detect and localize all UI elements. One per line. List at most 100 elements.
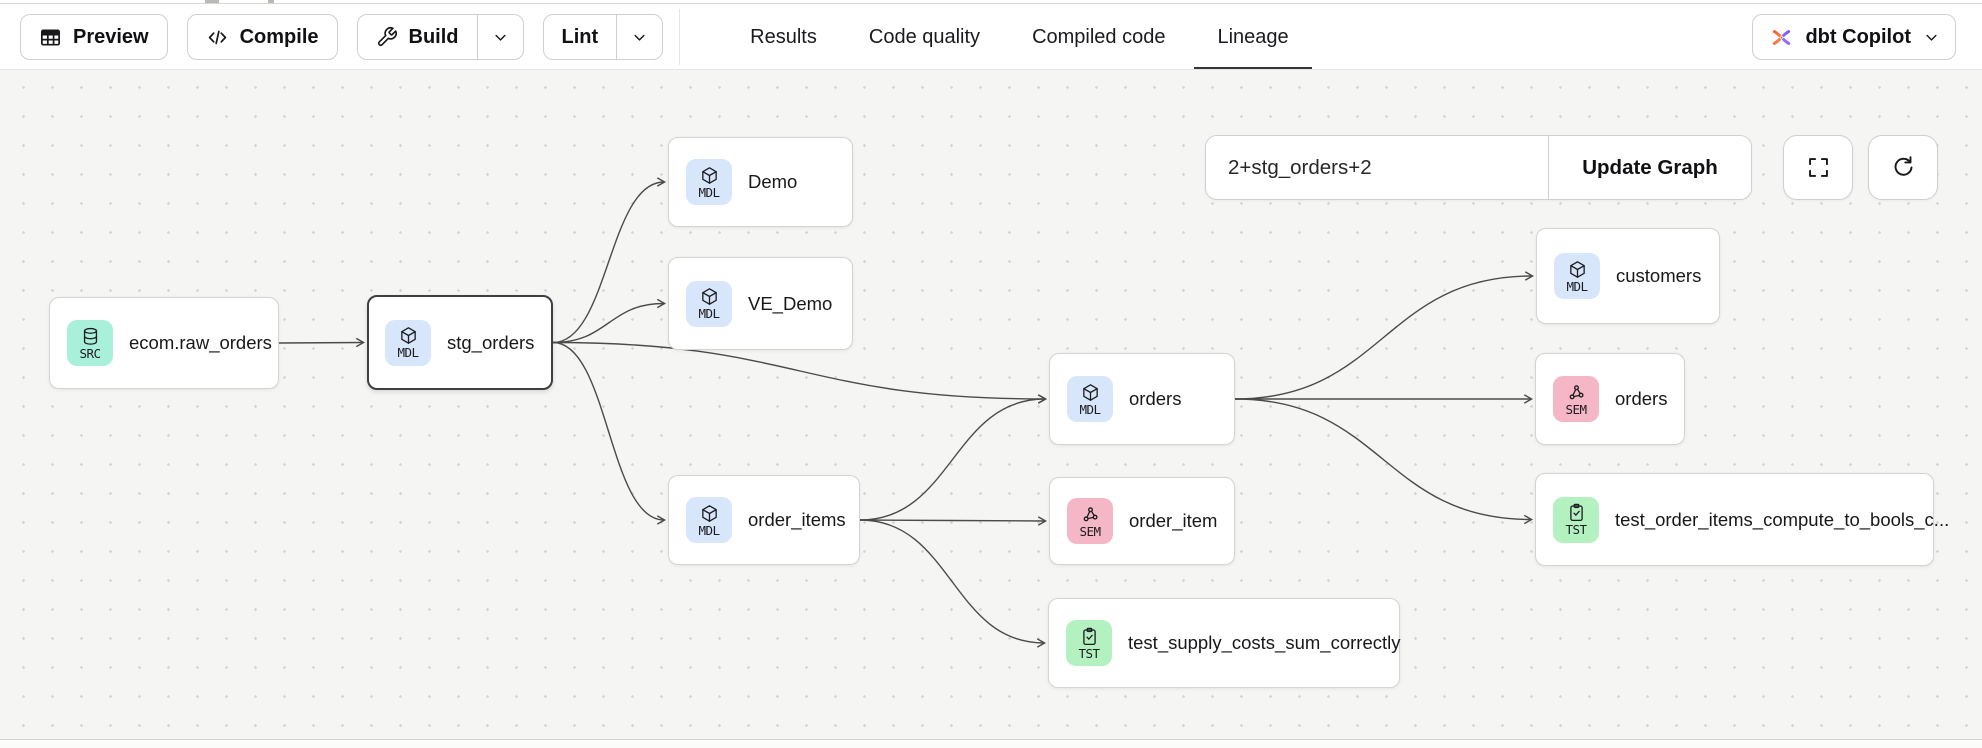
fullscreen-icon: [1808, 158, 1828, 177]
node-type-badge-tst: TST: [1553, 496, 1599, 543]
node-type-badge-mdl: MDL: [686, 280, 732, 327]
lineage-node-orders_sem[interactable]: SEM orders: [1535, 353, 1685, 445]
database-icon: [80, 326, 101, 347]
toolbar-divider: [679, 9, 681, 65]
node-type-badge-mdl: MDL: [385, 319, 431, 366]
node-label: test_order_items_compute_to_bools_c...: [1615, 508, 1950, 530]
lineage-node-test_supply[interactable]: TST test_supply_costs_sum_correctly: [1048, 598, 1400, 688]
lint-button[interactable]: Lint: [544, 15, 617, 59]
dbt-copilot-logo: [1773, 29, 1791, 45]
node-label: order_items: [748, 509, 846, 530]
build-button[interactable]: Build: [358, 15, 477, 59]
node-type-label: MDL: [1079, 401, 1101, 417]
lint-split-button: Lint: [542, 14, 664, 60]
lineage-node-ve_demo[interactable]: MDL VE_Demo: [668, 257, 853, 350]
edge-stg_orders-to-orders: [552, 341, 1048, 404]
lint-dropdown-button[interactable]: [616, 15, 662, 59]
compile-button[interactable]: Compile: [186, 14, 338, 60]
tab-compiled-code[interactable]: Compiled code: [1009, 5, 1188, 69]
cube-icon: [1567, 259, 1588, 280]
preview-label: Preview: [73, 25, 149, 48]
node-label: orders: [1615, 388, 1668, 409]
node-type-badge-mdl: MDL: [1067, 376, 1113, 422]
lineage-selector-input[interactable]: [1206, 136, 1548, 199]
node-type-label: MDL: [1566, 278, 1588, 294]
node-type-label: TST: [1565, 522, 1587, 537]
node-type-label: MDL: [397, 345, 419, 360]
node-label: test_supply_costs_sum_correctly: [1128, 632, 1401, 653]
lineage-node-customers[interactable]: MDL customers: [1536, 228, 1720, 324]
cube-icon: [398, 325, 419, 346]
dbt-copilot-button[interactable]: dbt Copilot: [1752, 14, 1956, 60]
code-icon: [208, 30, 226, 44]
chevron-down-icon: [1926, 34, 1937, 41]
edge-raw_orders-to-stg_orders: [278, 337, 366, 348]
lint-label: Lint: [561, 25, 599, 48]
node-type-badge-tst: TST: [1066, 620, 1112, 666]
node-label: customers: [1616, 265, 1702, 286]
build-split-button: Build: [356, 14, 524, 60]
test-clipboard-icon: [1079, 626, 1100, 647]
node-type-badge-mdl: MDL: [686, 497, 732, 543]
node-type-badge-src: SRC: [67, 320, 113, 366]
tab-code-quality[interactable]: Code quality: [846, 5, 1003, 69]
edge-stg_orders-to-demo: [552, 177, 667, 344]
refresh-icon: [1894, 156, 1912, 176]
node-label: VE_Demo: [748, 292, 833, 314]
update-graph-button[interactable]: Update Graph: [1548, 136, 1751, 199]
tab-label: Code quality: [868, 25, 981, 48]
ide-toolbar: Preview Compile Build Lint: [0, 5, 1982, 70]
node-label: ecom.raw_orders: [129, 332, 272, 353]
copilot-label: dbt Copilot: [1805, 25, 1911, 48]
lineage-node-raw_orders[interactable]: SRC ecom.raw_orders: [49, 297, 279, 389]
tab-results[interactable]: Results: [727, 5, 840, 69]
wrench-icon: [377, 27, 397, 47]
lineage-node-order_items[interactable]: MDL order_items: [668, 475, 860, 565]
edge-order_items-to-orders: [859, 394, 1048, 521]
cube-icon: [699, 165, 720, 186]
semantic-graph-icon: [1566, 382, 1587, 403]
top-edge-mark: [268, 0, 274, 3]
edge-order_items-to-order_item: [859, 516, 1048, 526]
node-type-label: MDL: [698, 522, 720, 538]
node-type-label: MDL: [698, 306, 720, 321]
refresh-button[interactable]: [1868, 135, 1938, 200]
cube-icon: [699, 503, 720, 524]
result-pane-tabs: Results Code quality Compiled code Linea…: [727, 5, 1312, 69]
fullscreen-button[interactable]: [1783, 135, 1853, 200]
edge-stg_orders-to-ve_demo: [552, 298, 667, 344]
node-type-label: TST: [1078, 645, 1100, 661]
compile-label: Compile: [239, 25, 319, 48]
tab-label: Lineage: [1217, 25, 1289, 48]
node-type-badge-mdl: MDL: [1554, 253, 1600, 299]
test-clipboard-icon: [1566, 502, 1587, 523]
cube-icon: [1080, 382, 1101, 403]
tab-label: Results: [750, 25, 817, 48]
build-dropdown-button[interactable]: [476, 15, 523, 59]
node-type-label: SEM: [1565, 401, 1587, 417]
node-type-label: SRC: [79, 345, 101, 361]
tab-label: Compiled code: [1032, 25, 1166, 48]
lineage-edges: [278, 177, 1535, 648]
edge-orders-to-test_order_items: [1234, 398, 1534, 525]
semantic-graph-icon: [1080, 504, 1101, 525]
build-label: Build: [408, 25, 459, 48]
edge-orders-to-customers: [1234, 271, 1535, 400]
cube-icon: [699, 286, 720, 307]
tab-lineage[interactable]: Lineage: [1194, 5, 1312, 69]
table-icon: [41, 28, 60, 46]
chevron-down-icon: [634, 34, 645, 41]
edge-stg_orders-to-order_items: [552, 341, 667, 525]
lineage-node-demo[interactable]: MDL Demo: [668, 137, 853, 227]
node-label: order_item: [1129, 510, 1218, 531]
top-edge-mark: [205, 0, 219, 3]
node-label: Demo: [748, 171, 798, 192]
lineage-node-test_order_items[interactable]: TST test_order_items_compute_to_bools_c..…: [1535, 473, 1949, 566]
edge-order_items-to-test_supply: [859, 519, 1047, 648]
node-type-badge-mdl: MDL: [686, 159, 732, 205]
preview-button[interactable]: Preview: [20, 14, 168, 60]
